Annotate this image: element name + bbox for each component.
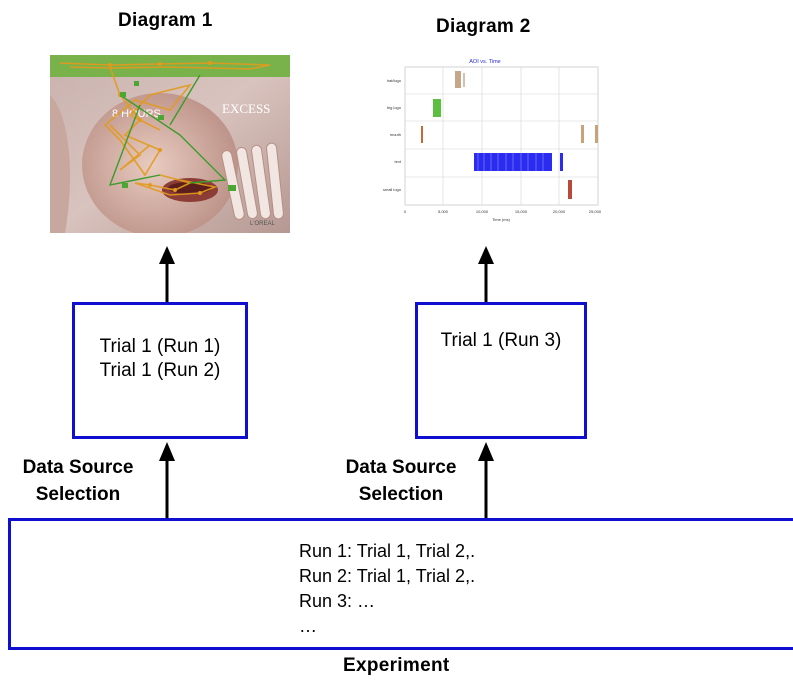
x-axis-label: Time (ms) [492, 217, 511, 222]
row-label-text: text [395, 159, 402, 164]
experiment-box: Run 1: Trial 1, Trial 2,. Run 2: Trial 1… [8, 518, 793, 650]
arrowhead-diagram-2 [478, 246, 494, 264]
row-label-mouth: mouth [390, 132, 401, 137]
aoi-timeline-thumbnail: AOI vs. Time hat/logo big logo mouth tex… [365, 53, 605, 228]
box-right-line-1: Trial 1 (Run 3) [440, 330, 562, 351]
trial-selection-box-left: Trial 1 (Run 1) Trial 1 (Run 2) [72, 302, 248, 439]
thumb-excess-text: EXCESS [222, 101, 270, 116]
row-label-big-logo: big logo [387, 105, 402, 110]
chart-title: AOI vs. Time [469, 59, 500, 65]
row-label-small-logo: small logo [383, 187, 402, 192]
scanpath-thumbnail: 8 HOURS EXCESS L'OREAL [50, 55, 290, 233]
experiment-line-4: … [299, 616, 317, 636]
experiment-caption: Experiment [343, 655, 450, 676]
box-left-line-2: Trial 1 (Run 2) [99, 360, 221, 381]
x-tick-1: 5,000 [438, 209, 449, 214]
row-label-hat-logo: hat/logo [387, 78, 402, 83]
arrowhead-right-box [478, 442, 494, 461]
experiment-line-3: Run 3: … [299, 591, 376, 611]
diagram-2-title: Diagram 2 [436, 16, 531, 37]
data-source-selection-label-left: Data Source Selection [22, 457, 134, 505]
experiment-line-1: Run 1: Trial 1, Trial 2,. [299, 541, 476, 561]
x-tick-2: 10,000 [476, 209, 489, 214]
x-tick-3: 15,000 [515, 209, 528, 214]
x-tick-4: 20,000 [553, 209, 566, 214]
box-left-line-1: Trial 1 (Run 1) [99, 336, 221, 357]
x-tick-5: 25,000 [589, 209, 602, 214]
experiment-line-2: Run 2: Trial 1, Trial 2,. [299, 566, 476, 586]
x-tick-0: 0 [404, 209, 407, 214]
trial-selection-box-right: Trial 1 (Run 3) [415, 302, 587, 439]
arrowhead-left-box [159, 442, 175, 461]
thumb-loreal-text: L'OREAL [250, 221, 275, 227]
arrowhead-diagram-1 [159, 246, 175, 264]
diagram-1-title: Diagram 1 [118, 10, 213, 31]
data-source-selection-label-right: Data Source Selection [345, 457, 457, 505]
